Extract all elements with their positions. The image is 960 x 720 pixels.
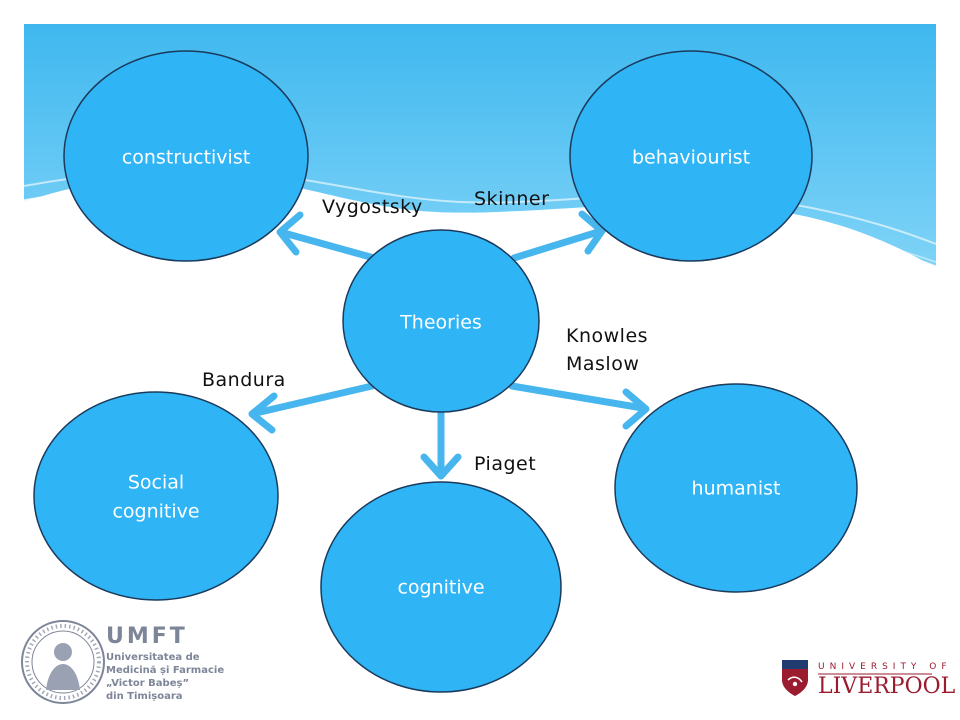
node-label-theories: Theories	[399, 312, 482, 334]
umft-acronym: UMFT	[106, 624, 188, 649]
edge-label-skinner: Skinner	[474, 188, 549, 210]
arrows	[248, 210, 650, 480]
umft-line-4: din Timișoara	[106, 691, 183, 702]
node-constructivist: constructivist	[63, 50, 309, 262]
umft-logo: UMFT Universitatea de Medicină și Farmac…	[21, 620, 224, 704]
node-label-behaviourist: behaviourist	[632, 147, 750, 169]
node-behaviourist: behaviourist	[569, 50, 813, 262]
edge-label-vygostsky: Vygostsky	[322, 196, 423, 218]
arrow-to-humanist	[508, 382, 650, 430]
umft-line-1: Universitatea de	[106, 652, 200, 663]
edge-label-piaget: Piaget	[474, 453, 536, 475]
liverpool-logo: UNIVERSITY OF LIVERPOOL	[782, 660, 956, 699]
arrow-to-social-cognitive	[248, 382, 376, 434]
arrow-to-cognitive	[420, 409, 462, 480]
arrow-to-behaviourist	[510, 210, 606, 262]
arrow-to-constructivist	[276, 211, 378, 262]
node-label-humanist: humanist	[692, 478, 781, 500]
liverpool-crest-icon	[782, 660, 808, 696]
umft-seal-icon	[21, 620, 105, 704]
node-label-cognitive-2: cognitive	[112, 501, 199, 523]
node-label-cognitive: cognitive	[397, 577, 484, 599]
edge-label-bandura: Bandura	[202, 369, 286, 391]
node-humanist: humanist	[614, 383, 858, 593]
liverpool-university-of: UNIVERSITY OF	[818, 662, 952, 672]
node-label-social: Social	[128, 472, 184, 494]
node-cognitive: cognitive	[320, 481, 562, 693]
node-label-constructivist: constructivist	[122, 147, 250, 169]
umft-line-3: „Victor Babeș”	[106, 678, 189, 689]
liverpool-name: LIVERPOOL	[818, 674, 956, 699]
edge-label-knowles: Knowles	[566, 325, 648, 347]
node-theories: Theories	[342, 229, 540, 413]
node-social-cognitive: Social cognitive	[33, 391, 279, 601]
umft-line-2: Medicină și Farmacie	[106, 665, 224, 676]
edge-label-maslow: Maslow	[566, 353, 639, 375]
